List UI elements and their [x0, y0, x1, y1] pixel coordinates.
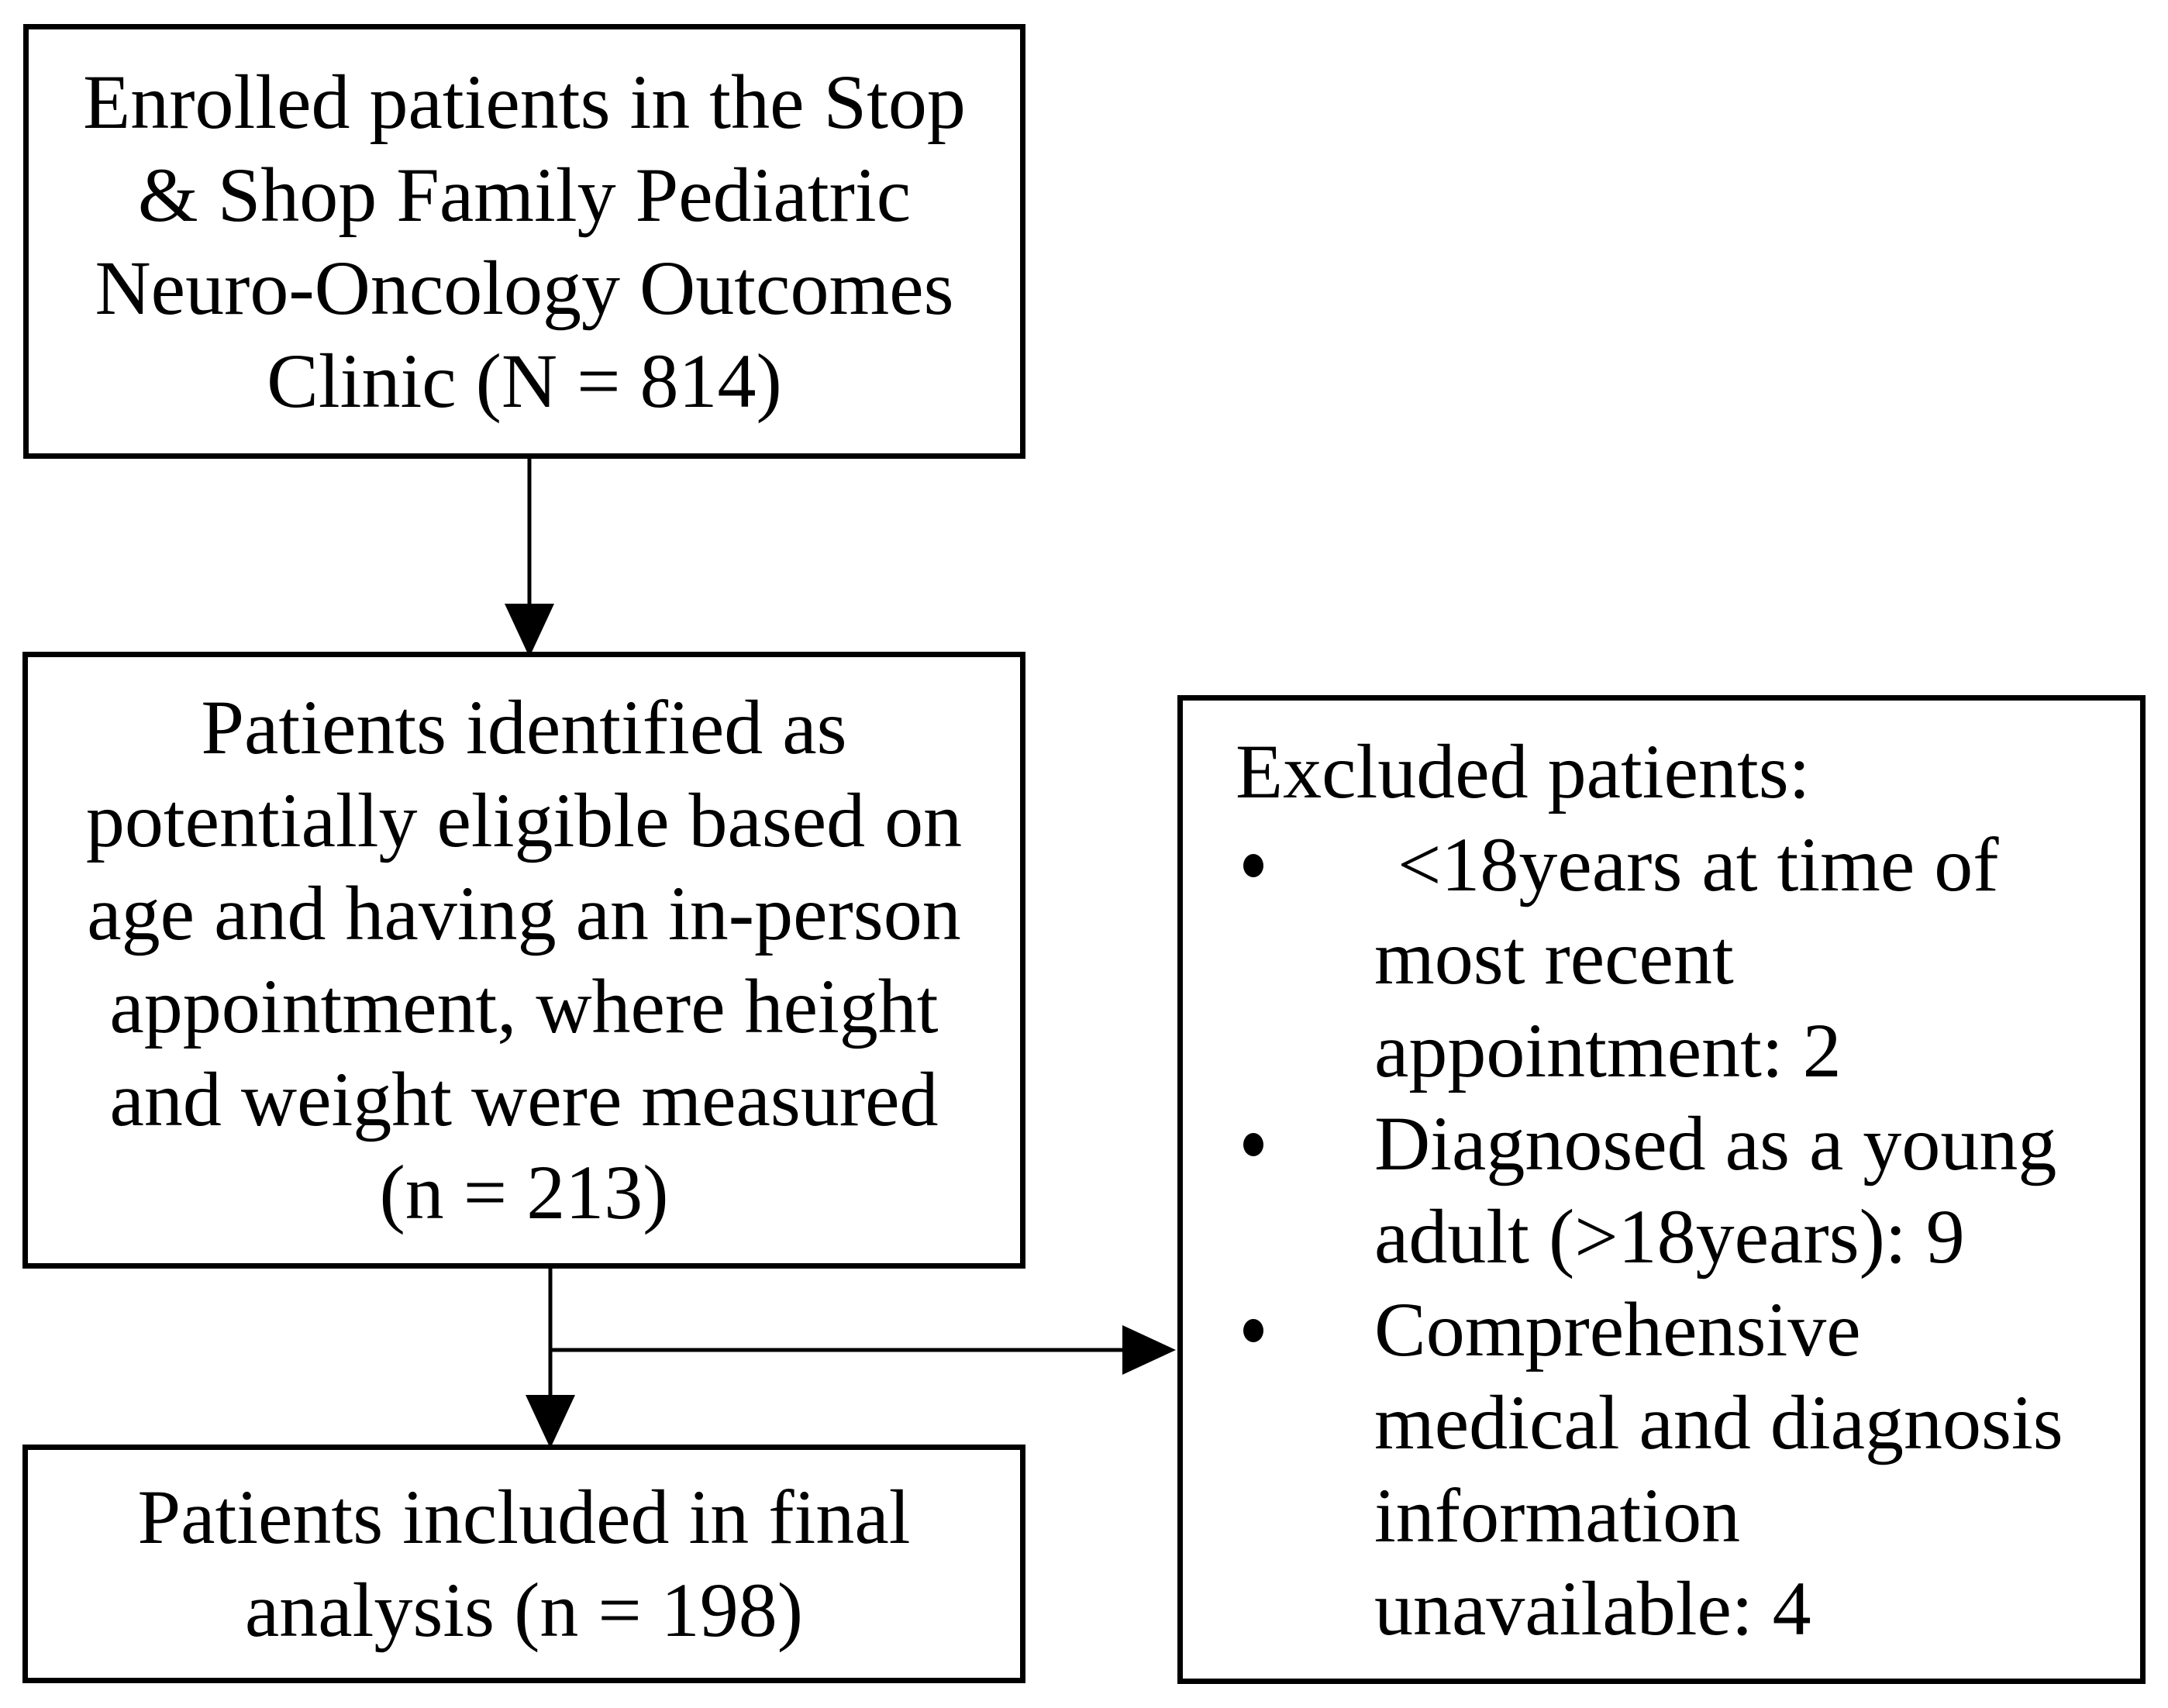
arrow-right-icon: [1122, 1325, 1176, 1375]
excluded-patients-box: Excluded patients: <18years at time of m…: [1177, 695, 2146, 1684]
excluded-reason-info-unavailable: Comprehensive medical and diagnosis info…: [1374, 1286, 2063, 1651]
list-item: Diagnosed as a young adult (>18years): 9: [1236, 1097, 2112, 1283]
list-item: <18years at time of most recent appointm…: [1236, 818, 2112, 1097]
final-analysis-box: Patients included in final analysis (n =…: [22, 1445, 1025, 1683]
eligible-patients-box: Patients identified as potentially eligi…: [22, 652, 1025, 1269]
eligible-patients-text: Patients identified as potentially eligi…: [85, 684, 963, 1235]
enrolled-patients-text: Enrolled patients in the Stop & Shop Fam…: [83, 58, 966, 424]
arrow-down-icon: [526, 1395, 575, 1448]
arrow-down-icon: [505, 604, 554, 657]
bullet-icon: [1243, 854, 1263, 877]
excluded-bullet-list: <18years at time of most recent appointm…: [1236, 818, 2112, 1655]
list-item: Comprehensive medical and diagnosis info…: [1236, 1283, 2112, 1655]
excluded-reason-under18: <18years at time of most recent appointm…: [1374, 821, 1999, 1093]
enrolled-patients-box: Enrolled patients in the Stop & Shop Fam…: [23, 24, 1025, 459]
bullet-icon: [1243, 1133, 1263, 1156]
final-analysis-text: Patients included in final analysis (n =…: [137, 1474, 911, 1653]
excluded-patients-title: Excluded patients:: [1236, 728, 1811, 814]
bullet-icon: [1243, 1319, 1263, 1342]
excluded-reason-young-adult: Diagnosed as a young adult (>18years): 9: [1374, 1100, 2057, 1279]
